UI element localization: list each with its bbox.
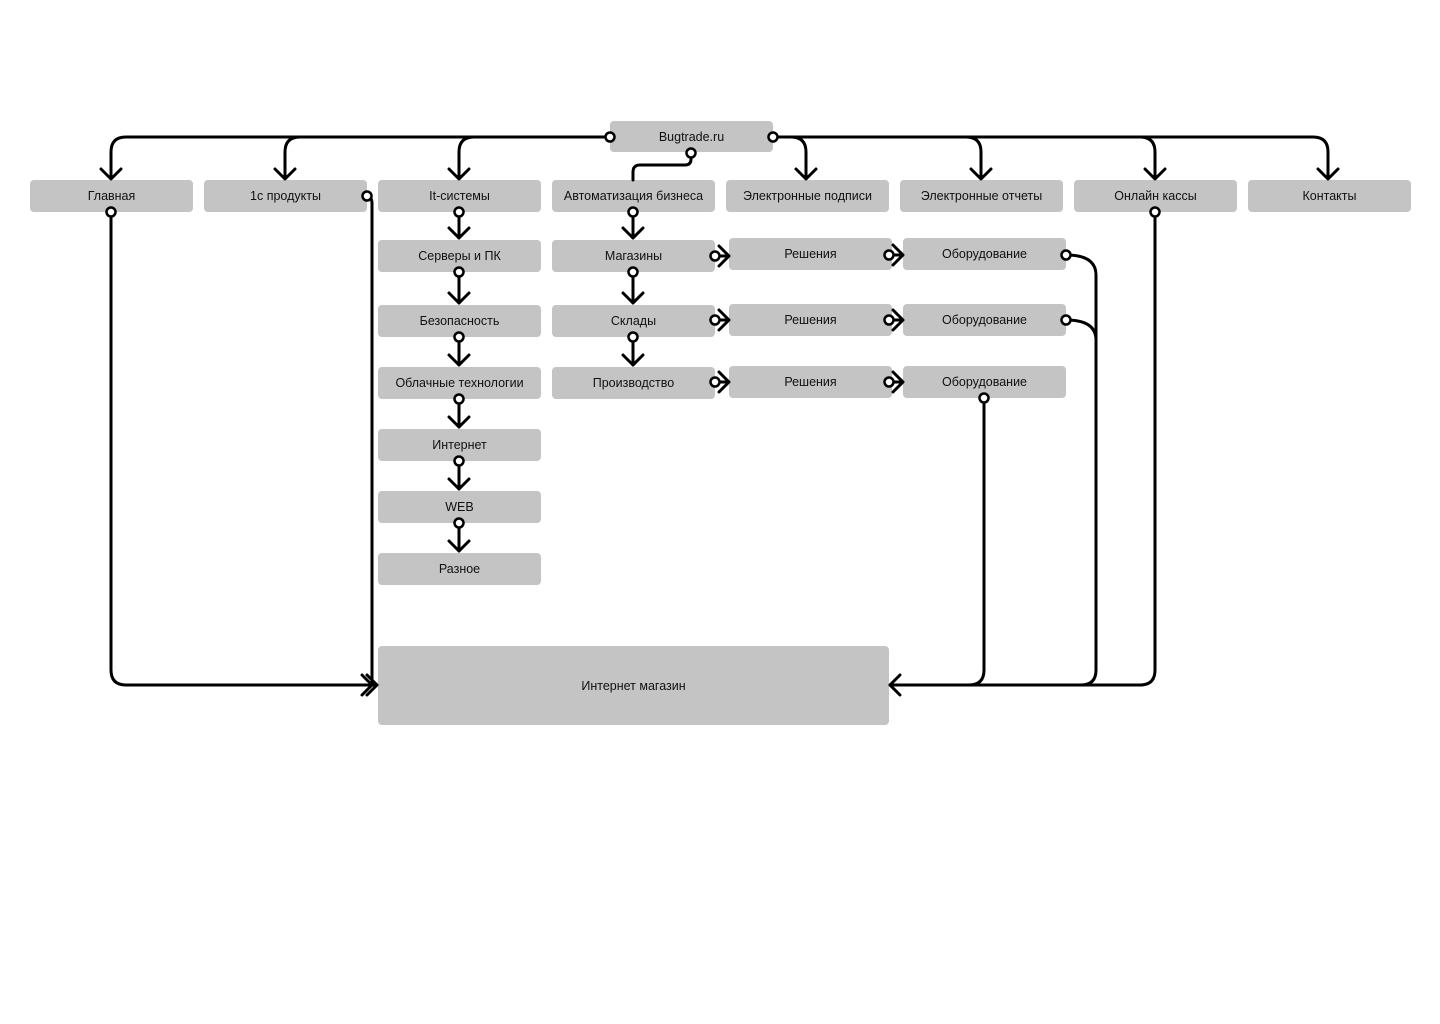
node-web[interactable]: WEB [378, 491, 541, 523]
node-internet[interactable]: Интернет [378, 429, 541, 461]
link-root-1c-products [283, 135, 302, 180]
node-equipment-production[interactable]: Оборудование [903, 366, 1066, 398]
automation-chain [621, 210, 645, 367]
link-root-contacts [771, 135, 1330, 180]
link-equipment-2-internet-shop [1064, 318, 1098, 342]
node-solutions-warehouses[interactable]: Решения [729, 304, 892, 336]
node-warehouses[interactable]: Склады [552, 305, 715, 337]
arrow-internet-shop-right [888, 673, 902, 697]
node-servers-pc[interactable]: Серверы и ПК [378, 240, 541, 272]
arrow-equipment-2 [891, 308, 905, 332]
arrow-misc [447, 539, 471, 553]
node-contacts[interactable]: Контакты [1248, 180, 1411, 212]
link-equipment-1-internet-shop [1064, 253, 1098, 687]
arrow-1c-products [273, 167, 297, 181]
node-security[interactable]: Безопасность [378, 305, 541, 337]
link-root-automation [631, 150, 693, 182]
arrow-solutions-3 [717, 370, 731, 394]
node-it-systems[interactable]: It-системы [378, 180, 541, 212]
arrow-security [447, 291, 471, 305]
node-e-signatures[interactable]: Электронные подписи [726, 180, 889, 212]
node-equipment-shops[interactable]: Оборудование [903, 238, 1066, 270]
link-online-kassy-internet-shop [888, 210, 1157, 687]
node-solutions-shops[interactable]: Решения [729, 238, 892, 270]
arrow-it-systems [447, 167, 471, 181]
link-1c-products-internet-shop [365, 194, 374, 687]
link-root-e-reports [964, 135, 983, 180]
node-glavnaya[interactable]: Главная [30, 180, 193, 212]
arrow-shops [621, 226, 645, 240]
node-online-kassy[interactable]: Онлайн кассы [1074, 180, 1237, 212]
arrow-online-kassy [1143, 167, 1167, 181]
node-production[interactable]: Производство [552, 367, 715, 399]
link-root-glavnaya [109, 135, 612, 180]
link-root-it-systems [457, 135, 476, 180]
node-business-automation[interactable]: Автоматизация бизнеса [552, 180, 715, 212]
node-shops[interactable]: Магазины [552, 240, 715, 272]
node-1c-products[interactable]: 1с продукты [204, 180, 367, 212]
link-glavnaya-internet-shop [109, 210, 379, 687]
node-equipment-warehouses[interactable]: Оборудование [903, 304, 1066, 336]
node-internet-shop[interactable]: Интернет магазин [378, 646, 889, 725]
arrow-servers [447, 226, 471, 240]
arrow-production [621, 353, 645, 367]
arrow-e-signatures [794, 167, 818, 181]
node-misc[interactable]: Разное [378, 553, 541, 585]
node-bugtrade-root[interactable]: Bugtrade.ru [610, 121, 773, 152]
arrow-cloud [447, 353, 471, 367]
link-root-online-kassy [1138, 135, 1157, 180]
arrow-web [447, 477, 471, 491]
arrow-contacts [1316, 167, 1340, 181]
arrow-solutions-2 [717, 308, 731, 332]
arrow-equipment-1 [891, 243, 905, 267]
arrow-equipment-3 [891, 370, 905, 394]
link-equipment-3-internet-shop [967, 396, 986, 687]
arrow-glavnaya [99, 167, 123, 181]
arrow-internet-shop-left-2 [360, 673, 374, 697]
arrow-internet-shop-left-1 [365, 673, 379, 697]
link-root-e-signatures [789, 135, 808, 180]
arrow-internet [447, 415, 471, 429]
arrow-solutions-1 [717, 244, 731, 268]
node-e-reports[interactable]: Электронные отчеты [900, 180, 1063, 212]
node-solutions-production[interactable]: Решения [729, 366, 892, 398]
arrow-warehouses [621, 291, 645, 305]
arrow-e-reports [969, 167, 993, 181]
node-cloud-technologies[interactable]: Облачные технологии [378, 367, 541, 399]
